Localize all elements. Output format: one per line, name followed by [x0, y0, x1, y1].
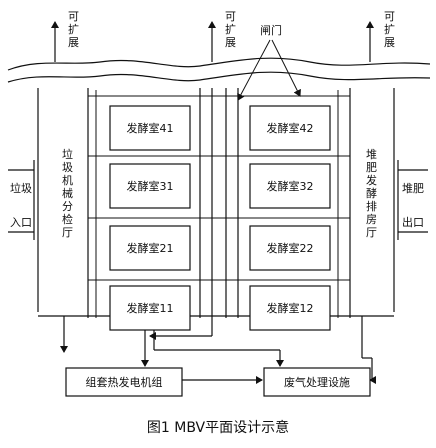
room-11: 发酵室11: [109, 285, 191, 331]
expand-label-left: 可扩展: [68, 10, 79, 49]
gas-pipes: [60, 316, 376, 384]
generator-label: 组套热发电机组: [86, 375, 163, 389]
outlet-label-1: 堆肥: [402, 182, 424, 195]
room-41: 发酵室41: [109, 105, 191, 151]
room-12: 发酵室12: [249, 285, 331, 331]
room-21: 发酵室21: [109, 225, 191, 271]
room-42-label: 发酵室42: [267, 121, 314, 135]
room-42: 发酵室42: [249, 105, 331, 151]
gate-pointer-right: [271, 39, 301, 97]
generator-unit: 组套热发电机组: [65, 367, 183, 397]
room-connectors: [88, 90, 350, 318]
room-41-label: 发酵室41: [127, 121, 174, 135]
room-21-label: 发酵室21: [127, 241, 174, 255]
gate-pointer-left: [237, 39, 271, 101]
room-22-label: 发酵室22: [267, 241, 314, 255]
left-hall-label: 垃圾机械分检厅: [62, 147, 73, 239]
room-32-label: 发酵室32: [267, 179, 314, 193]
room-31: 发酵室31: [109, 163, 191, 209]
break-line-lower: [7, 71, 431, 83]
inlet-label-1: 垃圾: [10, 181, 32, 195]
outlet-label-2: 出口: [402, 215, 424, 229]
expand-labels: 可扩展 可扩展 可扩展: [68, 10, 395, 49]
room-12-label: 发酵室12: [267, 301, 314, 315]
room-11-label: 发酵室11: [127, 301, 174, 315]
room-32: 发酵室32: [249, 163, 331, 209]
waste-gas-unit: 废气处理设施: [263, 367, 371, 397]
expand-arrows: [51, 21, 374, 62]
right-hall-label: 堆肥发酵排房厅: [366, 148, 377, 239]
waste-gas-label: 废气处理设施: [284, 375, 350, 389]
room-22: 发酵室22: [249, 225, 331, 271]
break-line-upper: [7, 57, 431, 71]
gate-label: 闸门: [260, 23, 282, 37]
room-31-label: 发酵室31: [127, 179, 174, 193]
inlet-label-2: 入口: [10, 216, 32, 229]
expand-label-right: 可扩展: [384, 10, 395, 49]
figure-caption: 图1 MBV平面设计示意: [147, 419, 289, 436]
expand-label-center: 可扩展: [225, 10, 236, 49]
